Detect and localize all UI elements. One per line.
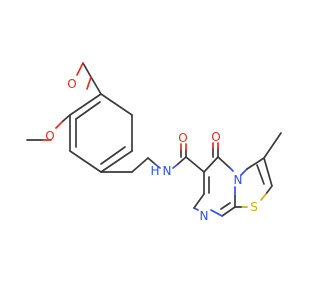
- atom-n-bridge: N: [234, 173, 243, 187]
- bond-pyr-1: [203, 156, 219, 173]
- bond-benzene-1: [69, 93, 102, 116]
- bond-thz-2b: [256, 164, 265, 185]
- bond-o-top-methyl: [76, 62, 84, 76]
- bond-methyl-top: [82, 62, 92, 78]
- atom-n-amide: N: [163, 164, 172, 178]
- bond-carbonyl-ring: [185, 156, 205, 173]
- bond-benzene-inner-2: [100, 146, 126, 165]
- bond-thz-3s: [260, 193, 267, 201]
- bond-thz-methyl: [263, 132, 282, 159]
- bond-ring-o-top: [90, 76, 102, 95]
- bond-ethyl-n: [154, 163, 161, 169]
- bond-pyr-2n: [229, 167, 234, 172]
- atom-h-amide: H: [150, 164, 159, 178]
- bond-ethyl-2: [131, 157, 149, 173]
- bond-pyr-5n: [210, 209, 223, 217]
- bond-pyr-4: [221, 206, 236, 217]
- bond-thz-2: [263, 157, 273, 187]
- bond-thz-3: [265, 185, 273, 195]
- atom-o-methoxy-top: O: [67, 77, 76, 91]
- bond-o-top-ring: [86, 76, 92, 90]
- molecule-structure: O O N H O O N N S: [26, 62, 282, 223]
- atom-o-amide: O: [178, 131, 187, 145]
- atom-o-keto: O: [211, 130, 220, 144]
- bond-pyr-2: [217, 156, 231, 169]
- atom-o-methoxy-left: O: [45, 129, 54, 143]
- bond-thz-1: [246, 157, 265, 170]
- bond-ring-o-left: [62, 114, 71, 122]
- bond-pyr-6: [193, 193, 205, 209]
- bond-carbonyl-n: [177, 156, 187, 165]
- bond-benzene-inner-1: [75, 101, 101, 120]
- bond-o-left-ring: [55, 120, 64, 129]
- bond-ethyl-3: [147, 157, 156, 165]
- atom-n-lower: N: [200, 209, 209, 223]
- bond-n-carbonyl: [172, 163, 179, 169]
- bond-thz-n1: [240, 168, 248, 176]
- bond-pyr-4b: [220, 202, 231, 210]
- bond-benzene-2: [100, 93, 133, 116]
- atom-s-thiazole: S: [250, 200, 258, 214]
- bond-benzene-5: [69, 150, 102, 173]
- bond-benzene-4: [100, 150, 133, 173]
